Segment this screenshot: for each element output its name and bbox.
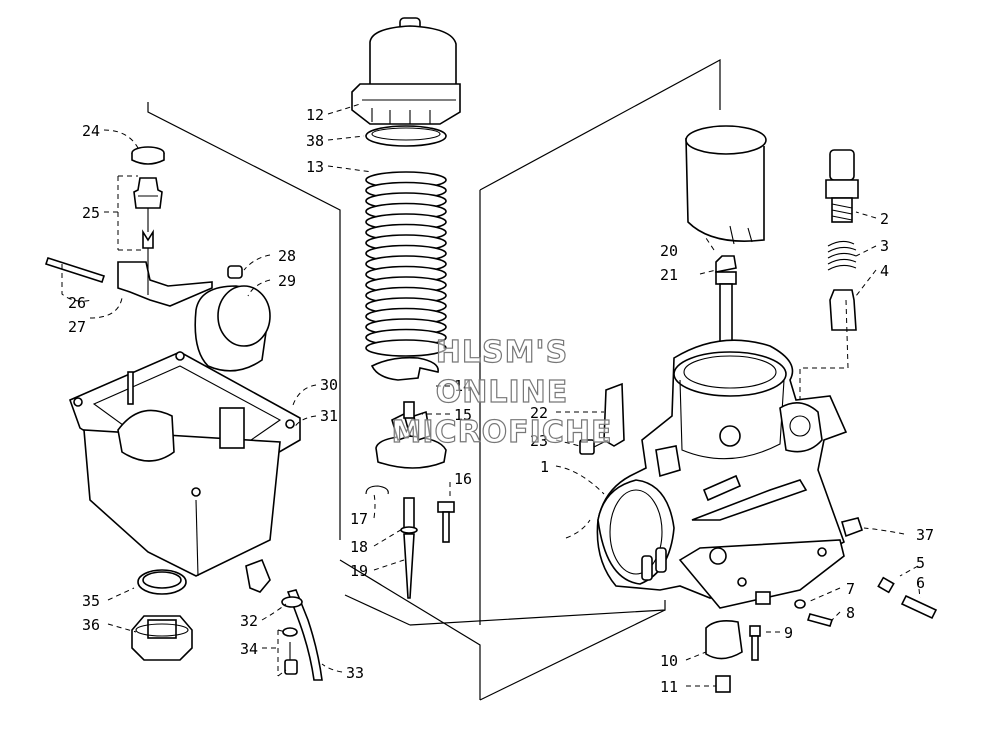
part-18-19-jet-needle <box>400 497 418 599</box>
part-20-throttle-slide <box>685 125 767 245</box>
spring-coil <box>365 339 447 357</box>
part-30-gasket-and-bowl <box>68 351 301 593</box>
part-27-float-arm <box>117 248 213 307</box>
part-26-float-pin <box>44 256 106 284</box>
label-30: 30 <box>320 376 338 394</box>
label-10: 10 <box>660 652 678 670</box>
part-37-plug <box>841 517 864 538</box>
label-17: 17 <box>350 510 368 528</box>
part-28-float-cap <box>227 265 243 279</box>
label-7: 7 <box>846 580 855 598</box>
label-31: 31 <box>320 407 338 425</box>
label-29: 29 <box>278 272 296 290</box>
part-22-23-bracket <box>579 382 625 455</box>
part-number-labels: 24 25 26 27 28 29 30 31 35 36 32 34 33 1… <box>68 106 934 696</box>
leader-lines <box>61 103 921 687</box>
label-9: 9 <box>784 624 793 642</box>
label-24: 24 <box>82 122 100 140</box>
label-8: 8 <box>846 604 855 622</box>
label-26: 26 <box>68 294 86 312</box>
part-5-6-screw <box>877 576 938 620</box>
part-13-spring <box>365 171 447 357</box>
part-29-float <box>194 285 271 372</box>
label-12: 12 <box>306 106 324 124</box>
label-13: 13 <box>306 158 324 176</box>
label-36: 36 <box>82 616 100 634</box>
part-7-8-idle-screw <box>794 599 834 627</box>
part-38-o-ring <box>365 125 447 147</box>
label-28: 28 <box>278 247 296 265</box>
part-35-o-ring <box>137 569 187 595</box>
part-1-carburetor-body <box>596 339 848 609</box>
label-20: 20 <box>660 242 678 260</box>
watermark: HLSM'S ONLINE MICROFICHE <box>391 334 613 450</box>
part-25-float-valve <box>133 177 163 249</box>
part-14-plate <box>370 356 439 381</box>
label-14: 14 <box>454 377 472 395</box>
label-16: 16 <box>454 470 472 488</box>
label-33: 33 <box>346 664 364 682</box>
label-27: 27 <box>68 318 86 336</box>
watermark-line-1: HLSM'S <box>436 335 568 370</box>
part-21-needle-holder <box>715 255 737 345</box>
label-32: 32 <box>240 612 258 630</box>
part-24-cap <box>131 146 165 165</box>
label-3: 3 <box>880 237 889 255</box>
label-2: 2 <box>880 210 889 228</box>
watermark-line-3: MICROFICHE <box>392 415 613 450</box>
label-6: 6 <box>916 574 925 592</box>
label-1: 1 <box>540 458 549 476</box>
label-22: 22 <box>530 404 548 422</box>
label-34: 34 <box>240 640 258 658</box>
label-5: 5 <box>916 554 925 572</box>
part-16-screw <box>437 501 455 543</box>
watermark-line-2: ONLINE <box>436 375 569 410</box>
part-15-slide-holder <box>375 401 447 469</box>
label-25: 25 <box>82 204 100 222</box>
part-17-clip <box>365 485 389 495</box>
label-4: 4 <box>880 262 889 280</box>
label-37: 37 <box>916 526 934 544</box>
part-12-top-cap <box>351 17 461 125</box>
part-2-3-4-pilot-jet <box>825 149 859 331</box>
label-19: 19 <box>350 562 368 580</box>
label-21: 21 <box>660 266 678 284</box>
part-36-drain-plug <box>131 615 193 661</box>
label-11: 11 <box>660 678 678 696</box>
label-35: 35 <box>82 592 100 610</box>
label-15: 15 <box>454 406 472 424</box>
assembly-outline-lines <box>147 58 721 701</box>
label-38: 38 <box>306 132 324 150</box>
part-32-33-34-drain-tube <box>281 589 323 681</box>
label-23: 23 <box>530 432 548 450</box>
label-18: 18 <box>350 538 368 556</box>
part-9-10-11-main-jet <box>705 620 761 693</box>
